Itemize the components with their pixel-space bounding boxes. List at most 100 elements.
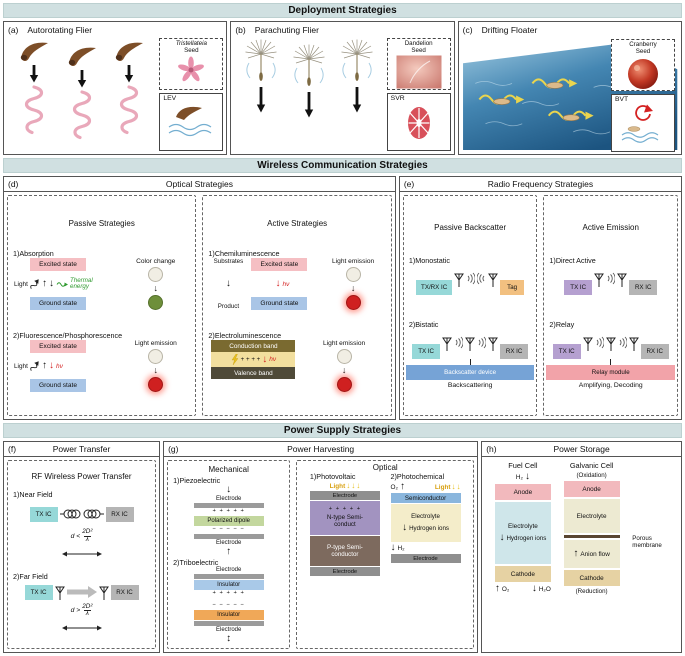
piezoelectric-item: 1)Piezoelectric ↓ Electrode + + + + + Po…: [170, 476, 287, 557]
h2o-label: H₂O: [538, 585, 551, 593]
maple-flier-icon: [17, 39, 51, 63]
backscatter-device-box: Backscatter device: [405, 364, 535, 380]
panel-a-insets: Tristellateia Seed LEV: [159, 38, 224, 154]
down-arrow-icon: [304, 92, 314, 118]
flier-column: [17, 39, 51, 154]
press-down-arrow: ↓: [226, 483, 232, 495]
cranberry-icon: [622, 56, 664, 92]
excited-state-box: Excited state: [251, 258, 308, 271]
light-arrows: Light ↓ ↓ ↓: [330, 482, 361, 490]
down-arrow: ↓: [531, 583, 537, 594]
antenna-icon: [582, 337, 593, 351]
hydrogen-ion-flow: ↓Hydrogen ions: [499, 533, 546, 543]
rx-ic-box: RX IC: [500, 343, 529, 359]
polarized-dipole-layer: Polarized dipole: [193, 515, 264, 526]
dandelion-seed-photo-icon: [396, 55, 442, 89]
backscattering-caption: Backscattering: [447, 381, 493, 389]
plus-charges-row: + + + + +: [212, 507, 245, 514]
far-field-heading: 2)Far Field: [13, 571, 48, 581]
mechanical-harvesting-box: Mechanical 1)Piezoelectric ↓ Electrode +…: [167, 460, 291, 649]
relay-diagram: TX IC RX IC: [546, 335, 675, 359]
rf-wireless-power-transfer-title: RF Wireless Power Transfer: [31, 472, 132, 482]
ground-state-box: Ground state: [30, 379, 86, 392]
rx-ic-box: RX IC: [629, 280, 658, 295]
antenna-icon: [54, 586, 65, 600]
fraction-denominator: λ: [83, 535, 91, 543]
active-strategies-title: Active Strategies: [267, 219, 328, 228]
panel-a-header: (a) Autorotating Flier: [4, 22, 226, 37]
rf-waves-icon: [477, 271, 486, 285]
rf-waves-icon: [466, 271, 476, 285]
gas-exchange-row: ↑O₂ ↓H₂O: [495, 584, 551, 594]
hydrogen-ions-label: Hydrogen ions: [506, 534, 547, 542]
antenna-icon: [594, 273, 605, 287]
optical-harvesting-columns: 1)Photovoltaic Light ↓ ↓ ↓ Electrode + +…: [299, 472, 471, 646]
dandelion-seed-icon: [291, 44, 327, 90]
section-header-communication-text: Wireless Communication Strategies: [257, 160, 428, 171]
near-field-diagram: TX IC RX IC: [10, 503, 153, 525]
panel-e-body: Passive Backscatter 1)Monostatic TX/RX I…: [400, 192, 681, 419]
active-emission-title: Active Emission: [582, 222, 639, 232]
mechanical-title: Mechanical: [208, 464, 249, 474]
antenna-icon: [488, 337, 499, 351]
rf-waves-icon: [606, 271, 616, 285]
distance-arrow-wrap: [10, 545, 153, 563]
p-type-layer: P-type Semi-conductor: [309, 536, 380, 566]
passive-strategies-title: Passive Strategies: [68, 219, 135, 228]
panel-a-body: Tristellateia Seed LEV: [4, 37, 226, 154]
passive-strategies-box: Passive Strategies 1)Absorption Excited …: [7, 195, 197, 416]
antenna-feed-line: [469, 358, 471, 365]
light-emission-caption: Light emission ↓: [299, 340, 388, 392]
transition-zone: Light ↑ ↓ hν: [14, 353, 114, 379]
vibration-arrow: ↕: [226, 633, 232, 645]
down-arrow: ↓: [390, 542, 396, 553]
electrode-bar: Electrode: [309, 491, 380, 500]
seed-name-line1: Dandelion: [404, 40, 433, 47]
tx-ic-box: TX IC: [552, 343, 581, 359]
down-arrow-icon: [352, 87, 362, 113]
thermal-squiggle-arrow-icon: [56, 281, 68, 288]
panel-c-header: (c) Drifting Floater: [459, 22, 681, 37]
hydrogen-out: ↓H₂: [391, 543, 461, 553]
panel-b-label: (b): [235, 24, 246, 35]
amplifying-decoding-caption: Amplifying, Decoding: [578, 381, 643, 389]
down-arrow-icon: [77, 70, 87, 88]
relay-item: 2)Relay TX IC RX IC Relay module Amplify…: [546, 320, 676, 389]
panel-f-body: RF Wireless Power Transfer 1)Near Field …: [4, 457, 159, 652]
bistatic-item: 2)Bistatic TX IC RX IC Backscatter devic…: [405, 320, 535, 389]
down-arrow-icon: [124, 65, 134, 83]
electroluminescence-item: 2)Electroluminescence Conduction band + …: [205, 331, 388, 392]
tristellateia-seed-inset: Tristellateia Seed: [159, 38, 224, 90]
down-arrow-icon: [256, 87, 266, 113]
chemiluminescence-diagram: Substrates ↓ Product Excited state ↓ hν …: [209, 258, 388, 310]
maple-flier-icon: [112, 39, 146, 63]
color-change-label: Color change: [136, 258, 176, 265]
porous-membrane-label: Porous membrane: [632, 535, 662, 550]
anion-flow-label: Anion flow: [580, 550, 610, 558]
electrolyte-block: Electrolyte ↓Hydrogen ions: [390, 504, 461, 542]
svr-label: SVR: [390, 95, 405, 102]
svr-inset: SVR: [386, 93, 451, 151]
electrode-bar: Electrode: [390, 554, 461, 563]
semiconductor-bar: Semiconductor: [390, 493, 461, 503]
tag-box: Tag: [500, 280, 525, 295]
distance-double-arrow-icon: [61, 550, 102, 558]
panel-g-header: (g) Power Harvesting: [164, 442, 478, 457]
active-strategies-box: Active Strategies 1)Chemiluminescence Su…: [202, 195, 392, 416]
triboelectric-item: 2)Triboelectric Electrode Insulator + + …: [170, 558, 287, 644]
rf-waves-icon: [618, 335, 627, 349]
particle-before-circle: [345, 267, 361, 282]
galvanic-cell-column: Galvanic Cell (Oxidation) Anode Electrol…: [563, 461, 620, 652]
dandelion-column: [291, 44, 327, 154]
coupled-coils-icon: [59, 503, 104, 525]
direct-active-heading: 1)Direct Active: [549, 256, 596, 265]
p-type-label: P-type Semi-conductor: [327, 543, 363, 558]
panel-c-title: Drifting Floater: [481, 24, 538, 35]
emission-down-arrow: ↓: [275, 278, 281, 289]
panel-d-body: Passive Strategies 1)Absorption Excited …: [4, 192, 395, 419]
panel-h-title: Power Storage: [553, 444, 610, 454]
up-arrow: ↑: [42, 360, 47, 371]
monostatic-item: 1)Monostatic TX/RX IC Tag: [406, 256, 535, 295]
